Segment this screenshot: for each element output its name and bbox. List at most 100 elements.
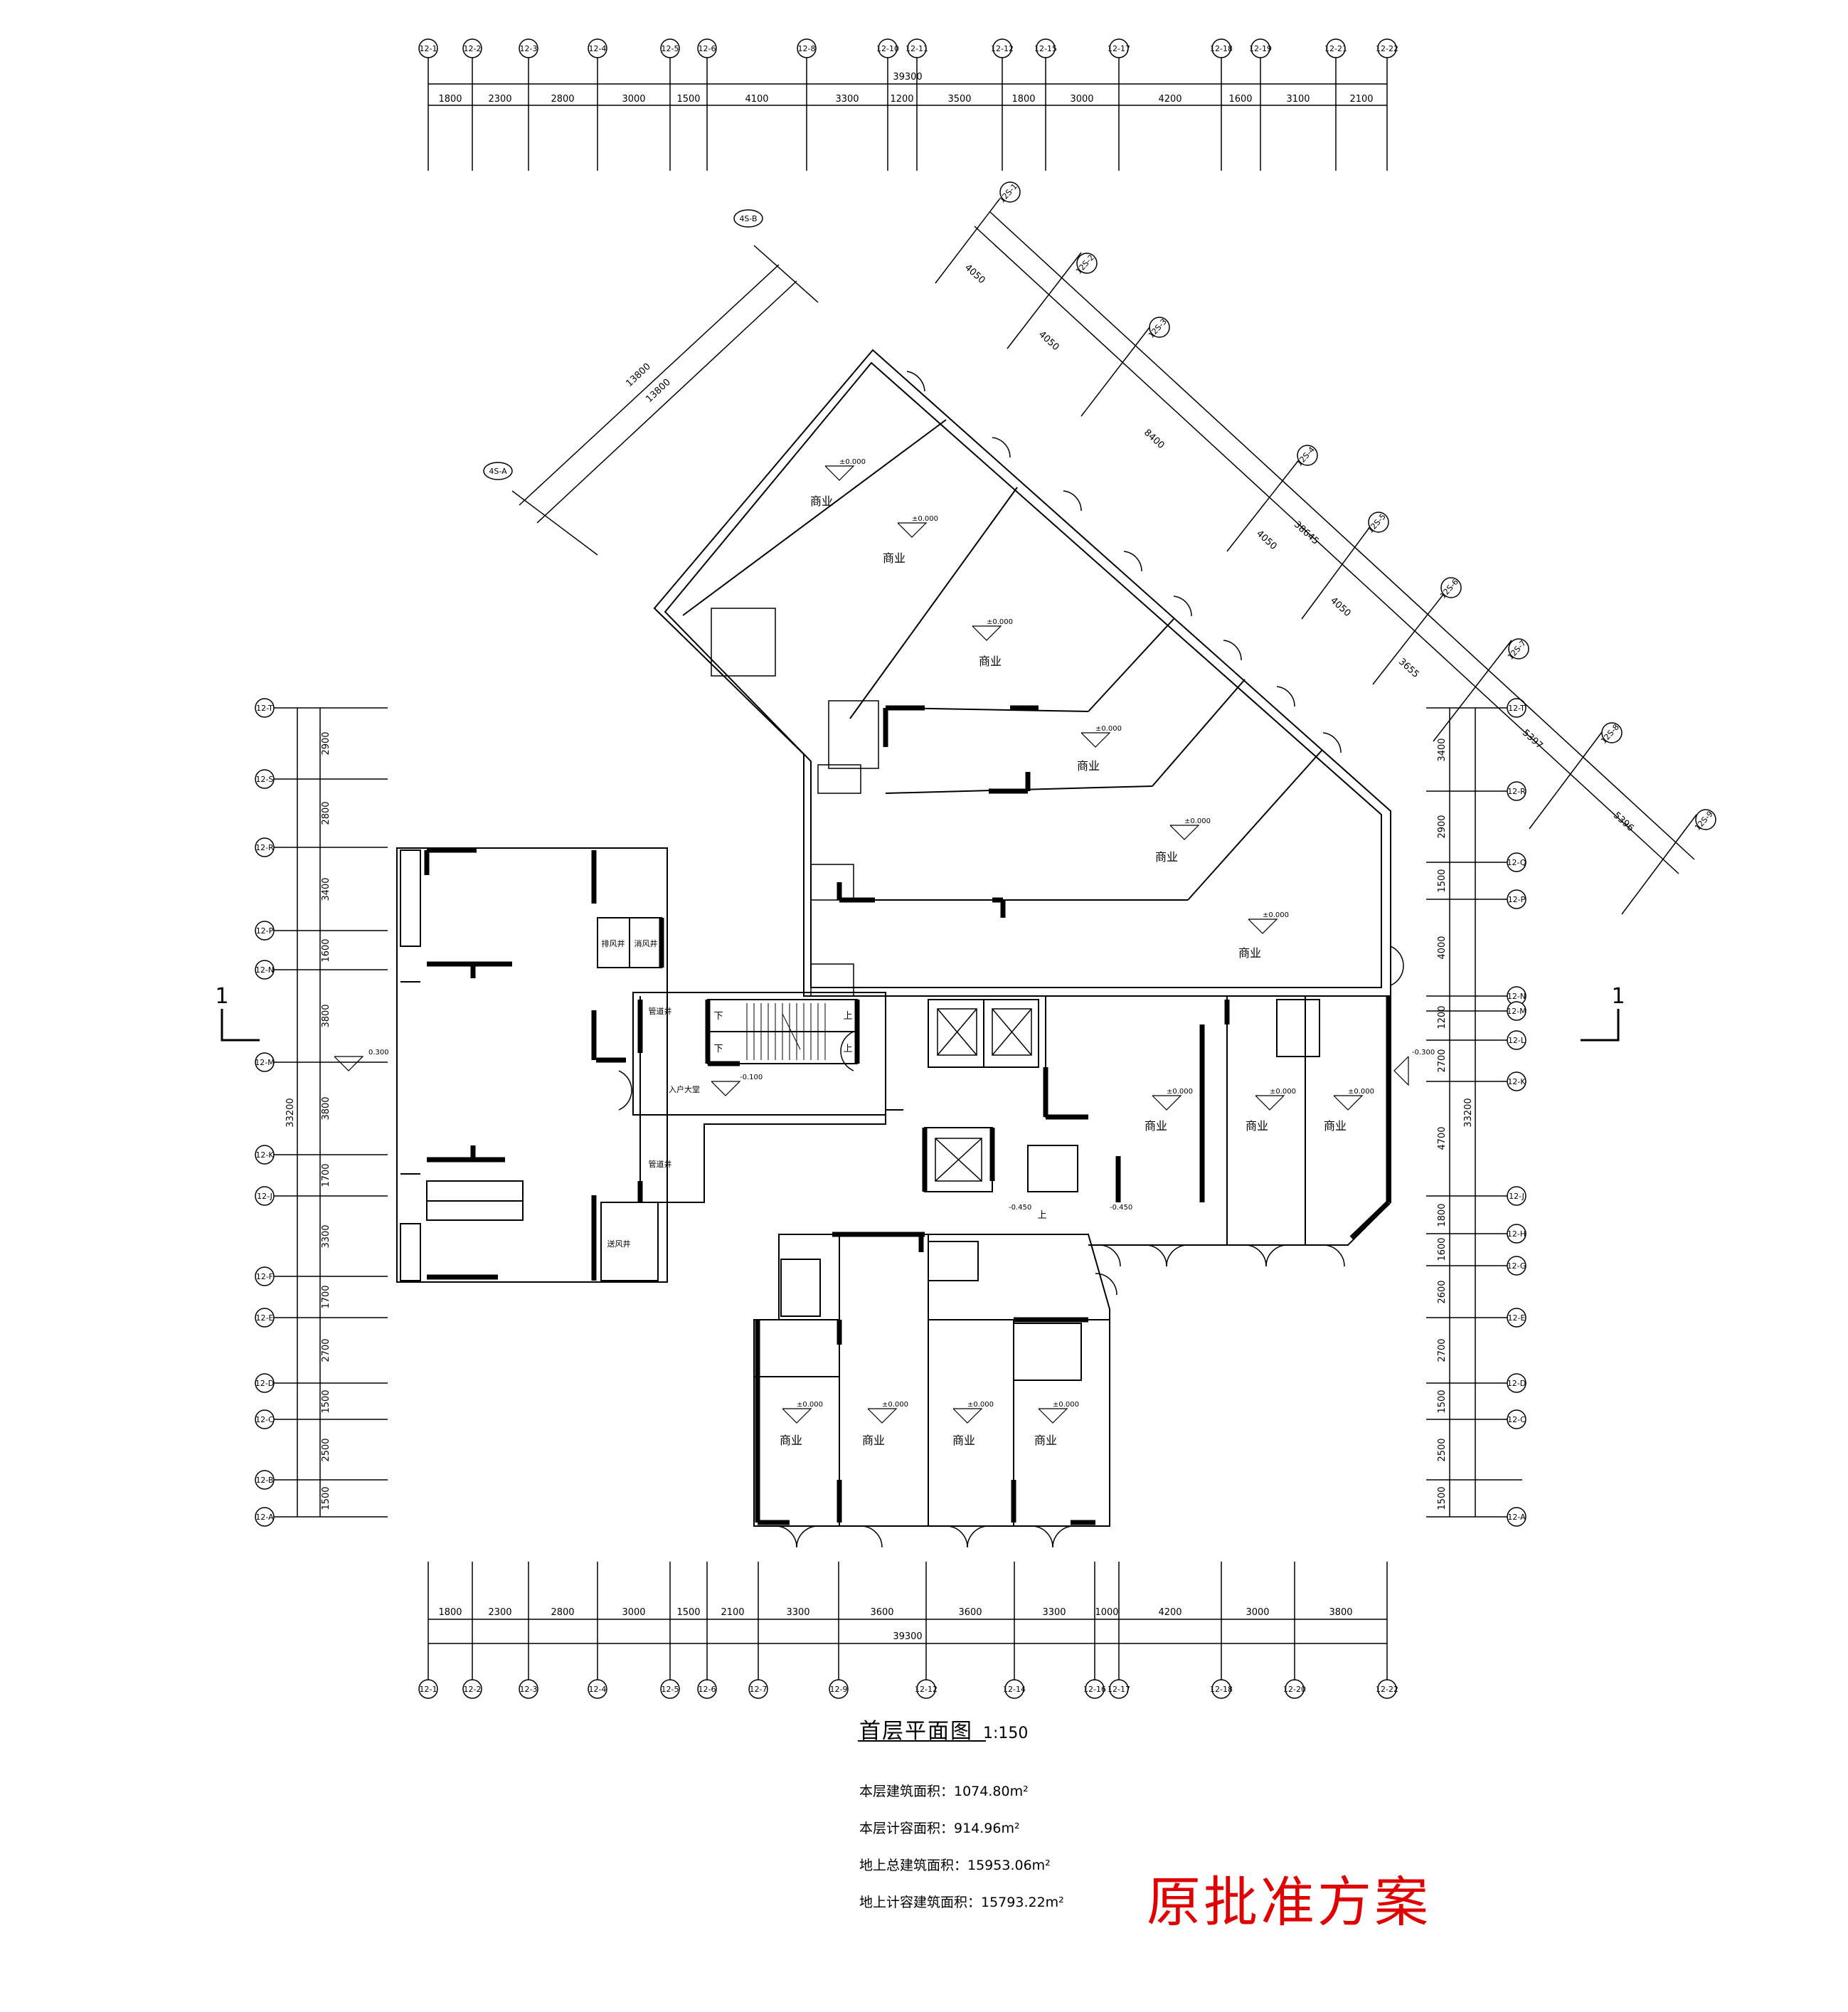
level-text: ±0.000 — [1348, 1088, 1374, 1096]
axis-label: 12-22 — [1376, 44, 1398, 53]
north-wing-heavy-walls — [839, 708, 1039, 918]
dim-value: 4000 — [1437, 936, 1448, 959]
dim-value: 2900 — [321, 731, 331, 755]
elevator-cars — [935, 1009, 1031, 1181]
axis-label: 12-2 — [464, 44, 482, 53]
drawing-title: 首层平面图 — [859, 1719, 973, 1744]
room-label-shop: 商业 — [883, 551, 906, 565]
axis-label: 12-8 — [798, 44, 816, 53]
level-text: 0.300 — [368, 1049, 389, 1057]
axis-label: 12-3 — [520, 1685, 538, 1694]
ramp-up-label: 上 — [1037, 1210, 1046, 1221]
room-label-shop: 商业 — [810, 494, 833, 508]
axis-label: 12-22 — [1376, 1685, 1398, 1694]
left-dimension-values: 2900 2800 3400 1600 3800 3800 1700 3300 … — [285, 731, 331, 1510]
axis-label: 4S-B — [739, 214, 757, 223]
dim-value: 2800 — [321, 801, 331, 825]
left-axis-labels: 12-T 12-S 12-R 12-P 12-N 12-M 12-K 12-J … — [255, 704, 274, 1522]
dim-value: 2700 — [1437, 1049, 1448, 1072]
core-heavy-walls — [640, 1000, 1046, 1202]
diagonal-axis-labels: 12S-1 12S-2 12S-3 12S-4 12S-5 12S-6 12S-… — [997, 181, 1715, 832]
dim-value: 4100 — [745, 94, 768, 105]
dim-value: 1600 — [321, 938, 331, 962]
dim-value: 3000 — [1246, 1607, 1269, 1618]
dim-value: 3000 — [622, 1607, 645, 1618]
dim-value: 3600 — [958, 1607, 982, 1618]
left-dimension-chain — [265, 708, 388, 1517]
room-label-shop: 商业 — [1145, 1119, 1167, 1133]
axis-label: 12-L — [1508, 1036, 1526, 1045]
axis-label: 12-M — [255, 1058, 274, 1067]
dim-total: 39300 — [893, 72, 922, 83]
axis-label: 12-E — [1508, 1313, 1526, 1323]
level-text: ±0.000 — [1095, 725, 1122, 733]
level-text: ±0.000 — [912, 515, 938, 523]
dim-value: 3300 — [835, 94, 859, 105]
dim-value: 2700 — [1437, 1338, 1448, 1362]
dim-value: 3800 — [321, 1004, 331, 1027]
dim-value: 1600 — [1437, 1237, 1448, 1261]
level-text: -0.450 — [1110, 1204, 1132, 1212]
axis-label: 12-T — [1508, 704, 1525, 713]
left-axis-bubbles — [255, 698, 275, 1527]
section-marks — [222, 1009, 1618, 1040]
level-text: ±0.000 — [967, 1401, 994, 1409]
room-label-shop: 商业 — [862, 1434, 885, 1447]
level-texts: ±0.000 ±0.000 ±0.000 ±0.000 ±0.000 ±0.00… — [368, 458, 1435, 1409]
level-markers — [334, 466, 1408, 1423]
room-label-shop: 商业 — [1155, 850, 1178, 864]
axis-label: 12-F — [256, 1272, 273, 1281]
axis-label: 12-15 — [1034, 44, 1057, 53]
room-label-shop: 商业 — [1238, 946, 1261, 960]
dim-value: 2800 — [551, 1607, 574, 1618]
bottom-dimension-chain — [428, 1562, 1387, 1686]
dim-value: 2100 — [721, 1607, 744, 1618]
level-text: ±0.000 — [797, 1401, 823, 1409]
left-diagonal-labels: 4S-B 4S-A 13800 13800 — [489, 214, 757, 476]
top-axis-bubbles — [418, 38, 1397, 58]
room-labels: 商业 商业 商业 商业 商业 商业 商业 商业 商业 商业 商业 商业 商业 入… — [602, 494, 1347, 1447]
axis-label: 12-P — [1508, 895, 1526, 904]
axis-label: 12-N — [1507, 992, 1526, 1001]
axis-label: 12-M — [1507, 1007, 1526, 1016]
axis-label: 12-5 — [662, 1685, 679, 1694]
dim-value: 3800 — [1329, 1607, 1352, 1618]
dim-value: 3300 — [1042, 1607, 1066, 1618]
axis-label: 12-2 — [464, 1685, 482, 1694]
level-text: ±0.000 — [987, 618, 1013, 626]
north-wing-toilets — [711, 608, 878, 996]
axis-label: 12-17 — [1108, 44, 1130, 53]
dim-total: 33200 — [1463, 1098, 1474, 1127]
dim-value: 1500 — [676, 94, 700, 105]
axis-label: 12-4 — [589, 1685, 607, 1694]
right-axis-bubbles — [1507, 698, 1526, 1527]
stat-floor-far-area: 本层计容面积：914.96m² — [859, 1821, 1020, 1836]
bottom-axis-bubbles — [418, 1679, 1397, 1699]
west-block-walls — [397, 848, 667, 1282]
dim-value: 1500 — [1437, 1389, 1448, 1413]
dim-value: 1500 — [1437, 869, 1448, 892]
north-wing-walls — [654, 350, 1391, 996]
right-axis-labels: 12-T 12-R 12-Q 12-P 12-N 12-M 12-L 12-K … — [1507, 704, 1526, 1522]
axis-label: 12-17 — [1108, 1685, 1130, 1694]
dim-value: 1800 — [438, 94, 462, 105]
dim-value: 2100 — [1349, 94, 1373, 105]
axis-label: 12-11 — [906, 44, 928, 53]
room-label-pump: 送风井 — [607, 1239, 631, 1249]
axis-label: 12-1 — [420, 1685, 437, 1694]
south-block-heavy-walls — [758, 1234, 1095, 1523]
axis-label: 12-19 — [1249, 44, 1272, 53]
dim-value: 3500 — [947, 94, 971, 105]
dim-value: 2500 — [321, 1438, 331, 1461]
axis-label: 12-6 — [699, 1685, 716, 1694]
axis-label: 12-20 — [1283, 1685, 1306, 1694]
dim-value: 1200 — [890, 94, 913, 105]
axis-label: 12-12 — [915, 1685, 938, 1694]
level-text: ±0.000 — [1184, 817, 1211, 825]
dim-value: 1700 — [321, 1285, 331, 1308]
room-label-mgmt: 管道井 — [649, 1006, 672, 1016]
axis-label: 12-7 — [750, 1685, 768, 1694]
diagonal-dimension-chain — [935, 199, 1696, 914]
diagonal-dimension-values: 4050 4050 8400 4050 38645 4050 3655 5397… — [962, 263, 1636, 834]
